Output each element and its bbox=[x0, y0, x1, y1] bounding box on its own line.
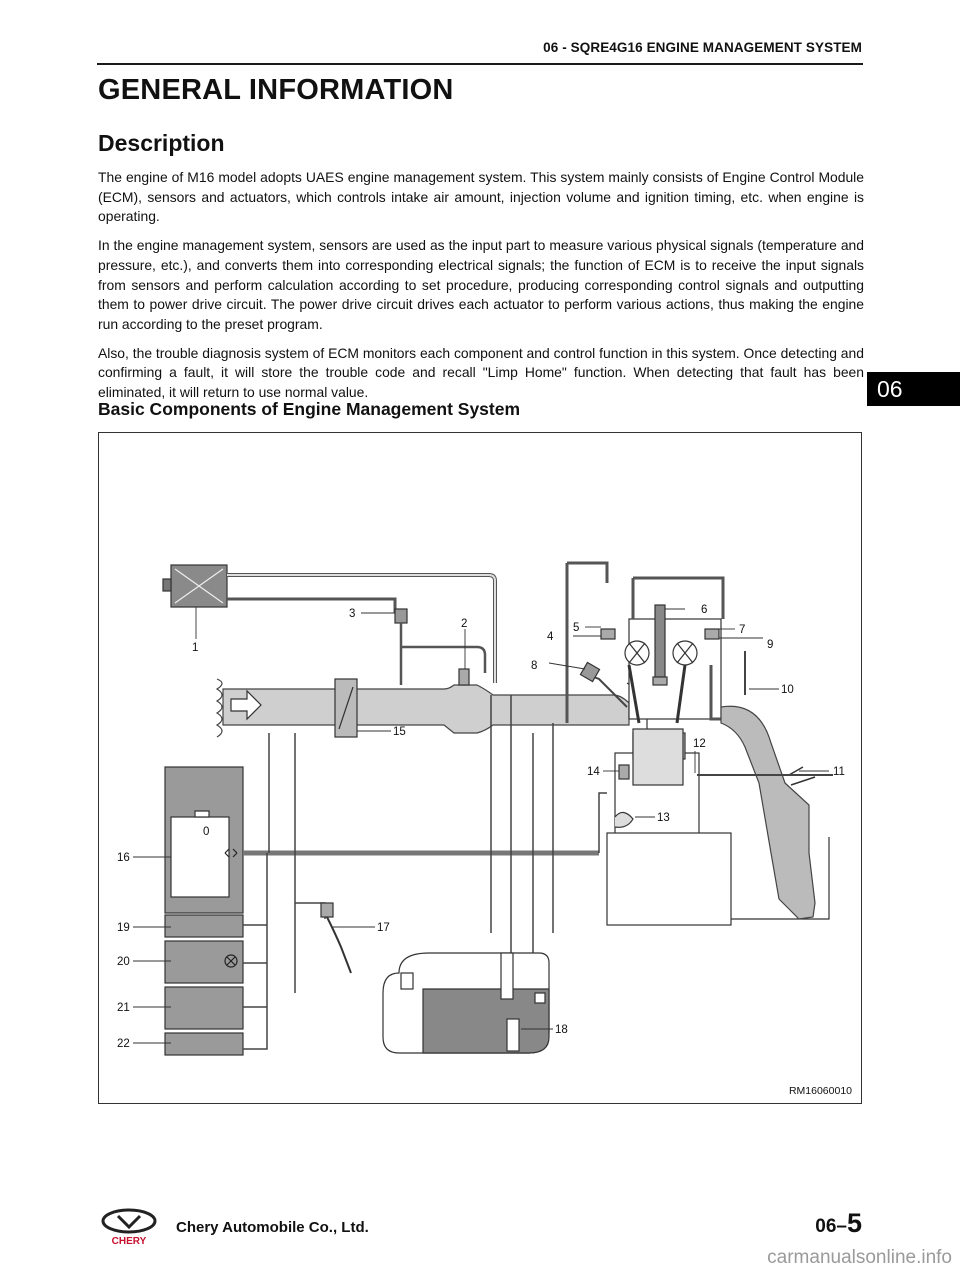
diagram-svg: 1 2 3 4 5 6 7 8 9 10 11 12 13 14 15 16 1… bbox=[117, 561, 845, 1056]
callout-6: 6 bbox=[701, 604, 707, 616]
callout-5: 5 bbox=[573, 622, 579, 634]
callout-18: 18 bbox=[555, 1024, 568, 1036]
chery-logo: CHERY bbox=[98, 1207, 160, 1247]
callout-10: 10 bbox=[781, 684, 794, 696]
description-body: The engine of M16 model adopts UAES engi… bbox=[98, 168, 864, 412]
header-rule bbox=[97, 63, 863, 65]
callout-2: 2 bbox=[461, 618, 467, 630]
callout-1: 1 bbox=[192, 642, 198, 654]
callout-8: 8 bbox=[531, 660, 537, 672]
description-heading: Description bbox=[98, 130, 225, 156]
description-paragraph: In the engine management system, sensors… bbox=[98, 237, 864, 332]
callout-19: 19 bbox=[117, 922, 130, 934]
callout-21: 21 bbox=[117, 1002, 130, 1014]
page-title: GENERAL INFORMATION bbox=[98, 74, 454, 106]
callout-15: 15 bbox=[393, 726, 406, 738]
watermark: carmanualsonline.info bbox=[767, 1247, 952, 1268]
callout-16: 16 bbox=[117, 852, 130, 864]
callout-9: 9 bbox=[767, 639, 773, 651]
callout-22: 22 bbox=[117, 1038, 130, 1050]
callout-3: 3 bbox=[349, 608, 355, 620]
page-prefix: 06– bbox=[815, 1216, 847, 1237]
engine-system-diagram: 1 2 3 4 5 6 7 8 9 10 11 12 13 14 15 16 1… bbox=[98, 432, 862, 1104]
callout-14: 14 bbox=[587, 766, 600, 778]
ecm-marker: 0 bbox=[203, 826, 209, 838]
components-heading: Basic Components of Engine Management Sy… bbox=[98, 399, 521, 419]
section-header-title: 06 - SQRE4G16 ENGINE MANAGEMENT SYSTEM bbox=[543, 40, 862, 55]
callout-17: 17 bbox=[377, 922, 390, 934]
callout-7: 7 bbox=[739, 624, 745, 636]
page-number: 06–5 bbox=[815, 1208, 862, 1239]
figure-code: RM16060010 bbox=[788, 1085, 852, 1097]
description-paragraph: The engine of M16 model adopts UAES engi… bbox=[98, 169, 864, 225]
callout-11: 11 bbox=[833, 766, 845, 778]
chapter-tab[interactable]: 06 bbox=[867, 372, 960, 406]
footer-company: Chery Automobile Co., Ltd. bbox=[176, 1219, 369, 1236]
callout-12: 12 bbox=[693, 738, 706, 750]
page-num: 5 bbox=[846, 1208, 862, 1238]
brand-wordmark: CHERY bbox=[112, 1236, 147, 1247]
callout-13: 13 bbox=[657, 812, 670, 824]
callout-4: 4 bbox=[547, 631, 554, 643]
callout-20: 20 bbox=[117, 956, 130, 968]
description-paragraph: Also, the trouble diagnosis system of EC… bbox=[98, 344, 864, 401]
